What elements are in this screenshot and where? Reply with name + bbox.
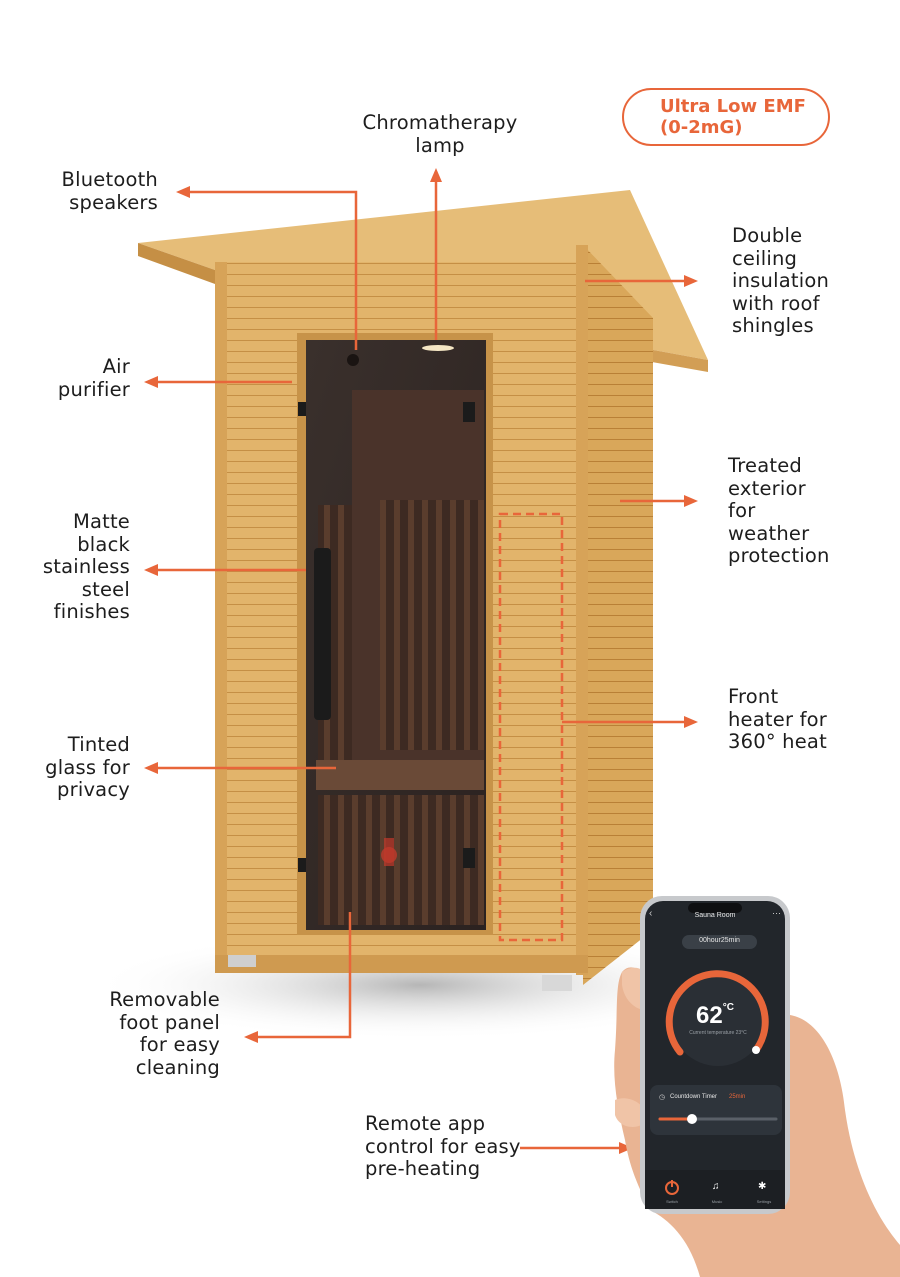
arrow-heads [144,168,698,1154]
temperature-value: 62°C [696,1002,734,1029]
foot-right [542,975,572,991]
label-chromatherapy: Chromatherapy lamp [362,111,518,157]
nav-bar [645,1170,785,1209]
countdown-slider-thumb [687,1114,697,1124]
countdown-label: Countdown Timer [670,1094,718,1100]
music-icon[interactable]: ♫ [712,1181,720,1192]
app-title: Sauna Room [694,912,736,919]
label-exterior: Treated exterior for weather protection [728,454,830,567]
timer-chip-bg [682,935,757,949]
base-board [215,955,588,973]
label-glass: Tinted glass for privacy [45,733,130,801]
phone-notch [688,903,742,913]
clock-icon: ◷ [659,1094,666,1101]
label-heater: Front heater for 360° heat [728,685,827,753]
front-heater-outline [498,512,564,942]
timer-chip[interactable]: 00hour25min [699,937,740,944]
door-handle [314,548,331,720]
gauge-arc [665,970,769,1056]
side-wall [583,245,653,985]
front-post-left [215,262,227,968]
countdown-value: 25min [729,1094,746,1100]
label-matte: Matte black stainless steel finishes [42,510,130,623]
emf-badge: Ultra Low EMF (0-2mG) [622,88,830,146]
gauge-knob [752,1046,760,1054]
more-icon[interactable]: ⋯ [772,908,781,918]
bench [316,760,484,790]
back-icon[interactable]: ‹ [649,908,653,919]
nav-settings[interactable]: Settings [756,1199,772,1204]
nav-switch[interactable]: Switch [666,1199,678,1204]
gear-icon[interactable]: ✱ [758,1181,767,1192]
roof-edge-left [138,243,215,284]
emf-badge-line2: (0-2mG) [660,117,743,138]
nav-music[interactable]: Music [711,1199,723,1204]
interior-heater-panel [380,500,484,750]
label-roof: Double ceiling insulation with roof shin… [732,224,830,337]
foot-panel [318,795,484,925]
countdown-card [650,1085,782,1135]
callout-arrows [148,172,693,1150]
label-foot-panel: Removable foot panel for easy cleaning [109,988,220,1079]
gauge-bg [670,970,766,1066]
foot-left [228,955,256,967]
front-post-right [576,245,588,975]
emf-badge-line1: Ultra Low EMF [660,96,806,117]
hinge-top [463,402,475,422]
chromatherapy-lamp [422,345,454,351]
label-remote-app: Remote app control for easy pre-heating [365,1112,521,1180]
label-air-purifier: Air purifier [57,355,130,401]
speaker [347,354,359,366]
label-bluetooth: Bluetooth speakers [61,168,158,214]
hinge-bottom [463,848,475,868]
current-temp-label: Current temperature 23°C [689,1030,747,1036]
